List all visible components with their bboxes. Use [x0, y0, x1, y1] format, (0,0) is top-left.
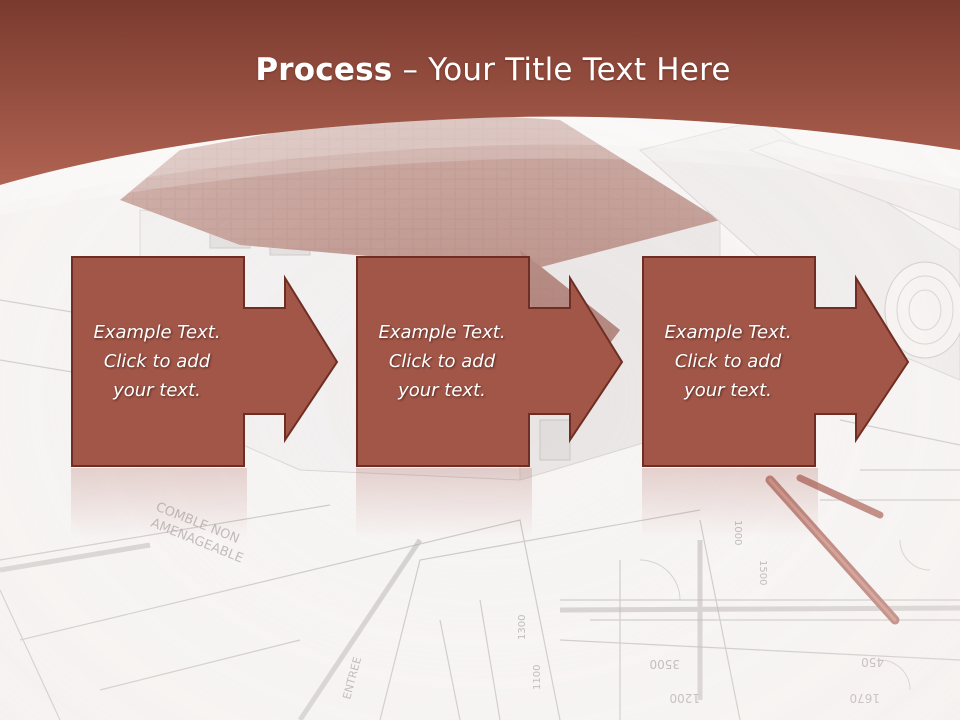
step-line-3: your text. — [398, 379, 486, 401]
process-step-2[interactable]: Example Text. Click to add your text. — [356, 256, 624, 468]
step-line-2: Click to add — [674, 350, 782, 372]
title-bold: Process — [255, 52, 393, 88]
title-rest: Your Title Text Here — [428, 52, 731, 88]
step-text[interactable]: Example Text. Click to add your text. — [71, 256, 243, 466]
process-step-1[interactable]: Example Text. Click to add your text. — [71, 256, 339, 468]
step-line-2: Click to add — [388, 350, 496, 372]
step-text[interactable]: Example Text. Click to add your text. — [356, 256, 528, 466]
process-step-3[interactable]: Example Text. Click to add your text. — [642, 256, 910, 468]
step-arrow-shape — [356, 256, 624, 467]
step-line-2: Click to add — [103, 350, 211, 372]
step-line-1: Example Text. — [664, 321, 792, 343]
step-line-1: Example Text. — [93, 321, 221, 343]
step-arrow-shape — [642, 256, 910, 467]
step-line-3: your text. — [684, 379, 772, 401]
step-reflection — [356, 468, 532, 538]
step-reflection — [642, 468, 818, 538]
title-dash: – — [392, 52, 429, 88]
step-reflection — [71, 468, 247, 538]
step-arrow-shape — [71, 256, 339, 467]
slide-title[interactable]: Process – Your Title Text Here — [0, 52, 960, 88]
step-text[interactable]: Example Text. Click to add your text. — [642, 256, 814, 466]
step-line-1: Example Text. — [378, 321, 506, 343]
step-line-3: your text. — [113, 379, 201, 401]
